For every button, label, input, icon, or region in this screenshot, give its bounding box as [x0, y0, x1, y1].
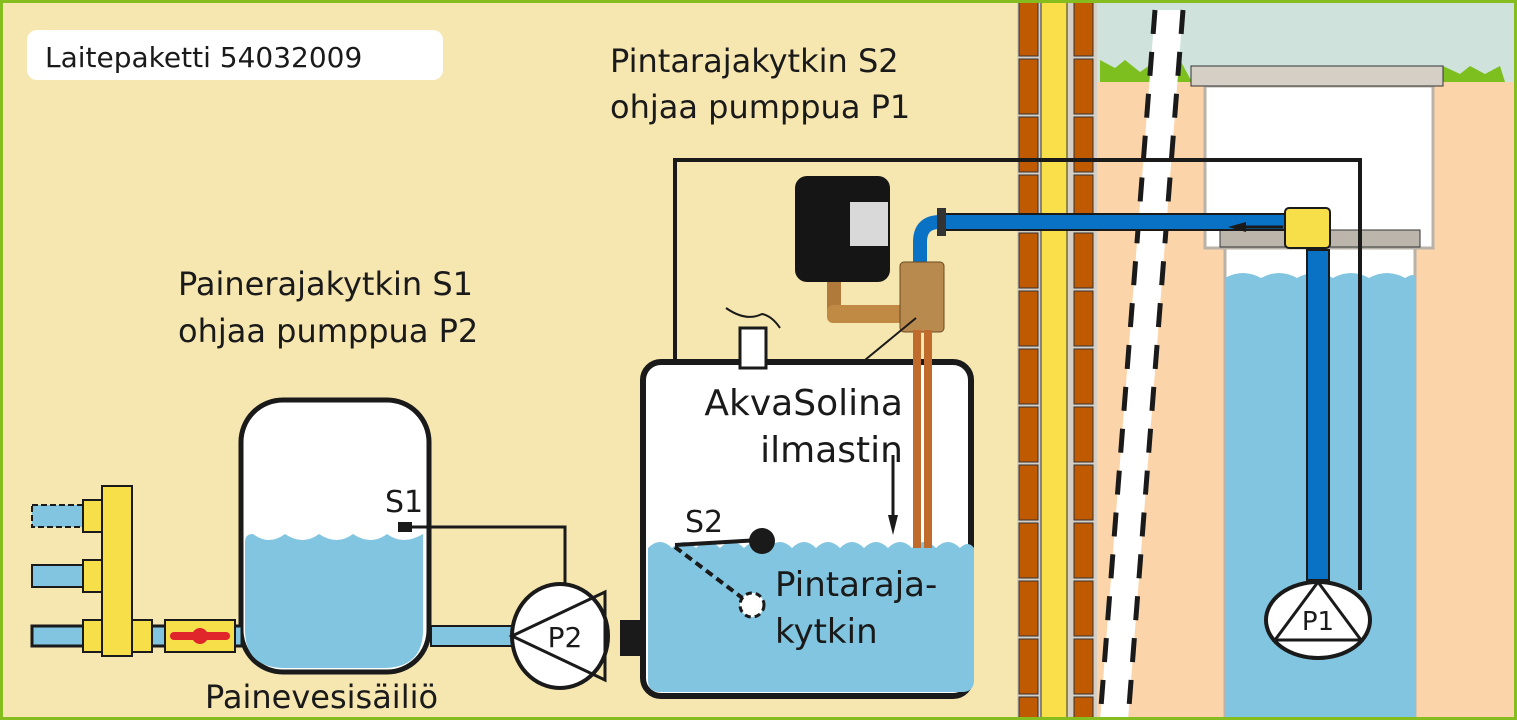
- pressure-tank-water: [245, 534, 423, 668]
- brick: [1018, 58, 1039, 115]
- brick: [1018, 464, 1039, 521]
- pressure-tank-label: Painevesisäiliö: [205, 678, 438, 716]
- supply-pipe-vertical: [1306, 249, 1330, 581]
- vent-pipe: [1100, 10, 1183, 720]
- aerator-tank-water: [648, 542, 974, 692]
- brick: [1073, 58, 1094, 115]
- title-text: Laitepaketti 54032009: [45, 41, 362, 74]
- grass-right: [1443, 66, 1505, 82]
- control-wire-s1-p2: [412, 525, 567, 588]
- brick: [1073, 522, 1094, 579]
- brick: [1073, 696, 1094, 724]
- s2-heading-line1: Pintarajakytkin S2: [610, 42, 899, 80]
- well-lid: [1190, 65, 1444, 87]
- down-arrow-icon: [888, 455, 898, 535]
- control-wire-s2-p1: [673, 158, 1362, 590]
- float-switch-label-line2: kytkin: [775, 612, 878, 652]
- brick: [1073, 116, 1094, 173]
- brick: [1073, 406, 1094, 463]
- s1-heading-line2: ohjaa pumppua P2: [178, 312, 478, 350]
- elbow-fitting: [1284, 207, 1331, 249]
- brick: [1018, 522, 1039, 579]
- brick: [1018, 638, 1039, 695]
- flow-arrow-icon: [1228, 222, 1283, 232]
- brick: [1073, 232, 1094, 289]
- brick: [1018, 116, 1039, 173]
- pump-p1: P1: [1264, 579, 1372, 660]
- s1-sensor: [398, 522, 412, 532]
- s2-label: S2: [685, 505, 723, 540]
- float-switch-s2: [673, 528, 775, 619]
- brick: [1073, 0, 1094, 57]
- tank-vent: [738, 326, 768, 370]
- pump-p2: P2: [508, 582, 610, 690]
- s1-heading-line1: Painerajakytkin S1: [178, 265, 473, 303]
- p1-label: P1: [1302, 607, 1334, 637]
- brick: [1018, 0, 1039, 57]
- brick: [1073, 464, 1094, 521]
- ball-valve[interactable]: [164, 619, 236, 653]
- aerator-label-line2: ilmastin: [760, 430, 903, 471]
- brick: [1073, 638, 1094, 695]
- brick: [1018, 348, 1039, 405]
- house-wall: [1017, 0, 1097, 724]
- akvasolina-aerator: [795, 176, 945, 548]
- brick: [1018, 696, 1039, 724]
- s2-heading-line2: ohjaa pumppua P1: [610, 88, 910, 126]
- brick: [1073, 348, 1094, 405]
- title-badge: [27, 30, 443, 80]
- tank-outlet: [620, 620, 646, 656]
- p2-label: P2: [548, 621, 583, 654]
- s1-label: S1: [385, 485, 423, 520]
- aerator-label-line1: AkvaSolina: [704, 383, 903, 424]
- brick: [1018, 232, 1039, 289]
- pipe-tank-p2: [430, 625, 517, 647]
- brick: [1018, 580, 1039, 637]
- supply-pipe-elbow: [913, 215, 941, 272]
- brick: [1018, 406, 1039, 463]
- brick: [1018, 290, 1039, 347]
- float-switch-label-line1: Pintaraja-: [775, 565, 937, 605]
- brick: [1073, 290, 1094, 347]
- brick: [1073, 580, 1094, 637]
